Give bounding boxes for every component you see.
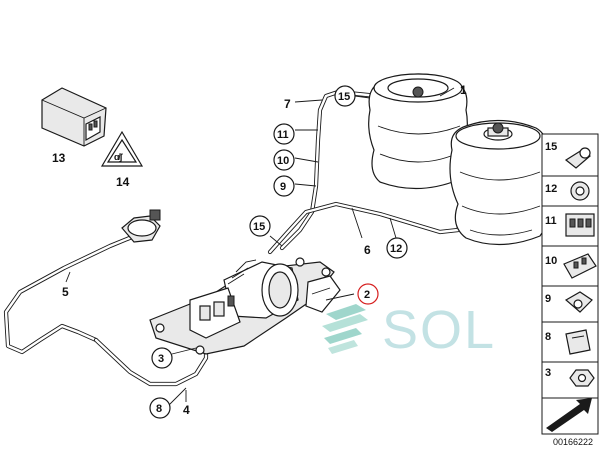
callout-9-circle	[273, 175, 295, 197]
diagram-code: 00166222	[553, 437, 593, 447]
panel-item-12: 12	[545, 181, 590, 201]
pressure-sensor	[121, 209, 161, 243]
panel-item-10: 10	[545, 253, 597, 279]
callout-5: 5	[62, 285, 69, 299]
callout-12-circle	[386, 237, 408, 259]
callout-15a: 15	[338, 91, 350, 103]
panel-item-8: 8	[545, 329, 591, 355]
control-module	[41, 87, 107, 147]
callout-2-circle	[357, 283, 379, 305]
callout-11-circle	[273, 123, 295, 145]
callout-13: 13	[52, 151, 66, 165]
callout-10-circle	[273, 149, 295, 171]
callout-14: 14	[116, 175, 130, 189]
callout-3: 3	[158, 353, 164, 365]
leader-lines	[65, 87, 455, 407]
callout-8-circle	[149, 397, 171, 419]
callout-10: 10	[277, 155, 289, 167]
callout-9: 9	[280, 181, 286, 193]
panel-label-11: 11	[545, 215, 557, 227]
callout-15a-circle	[334, 85, 356, 107]
callout-2: 2	[364, 289, 370, 301]
callout-labels: 1 2 3 4 5 6 7 8 9 10 11 12 13 14 1	[52, 83, 467, 419]
panel-item-11: 11	[545, 213, 595, 237]
warning-label-glyph: ɑ̸ʃ	[114, 152, 123, 162]
callout-15b-circle	[249, 215, 271, 237]
callout-6: 6	[364, 243, 371, 257]
panel-label-10: 10	[545, 255, 557, 267]
callout-7: 7	[284, 97, 291, 111]
warning-label: ɑ̸ʃ	[100, 130, 144, 167]
air-spring-rear	[449, 119, 549, 246]
watermark-logo: SOL	[322, 300, 496, 360]
parts-panel: 15 12 11 10 9	[541, 133, 599, 435]
parts-panel-frame	[541, 133, 599, 435]
panel-label-12: 12	[545, 183, 557, 195]
callout-11: 11	[277, 129, 289, 141]
callout-12: 12	[390, 243, 402, 255]
compressor-assembly	[149, 257, 341, 355]
panel-item-3: 3	[545, 367, 595, 387]
valve-block-icon	[563, 253, 597, 279]
watermark-stripes	[322, 304, 368, 354]
callout-15b: 15	[253, 221, 265, 233]
panel-item-15: 15	[545, 141, 591, 169]
panel-label-8: 8	[545, 331, 551, 343]
watermark-text: SOL	[382, 300, 496, 360]
panel-label-15: 15	[545, 141, 557, 153]
air-line-sensor	[3, 234, 135, 355]
air-line-rear-spring	[267, 175, 467, 255]
callout-4: 4	[183, 403, 190, 417]
air-lines	[3, 89, 467, 387]
callout-8: 8	[156, 403, 162, 415]
bracket-icon	[565, 329, 591, 355]
callout-1: 1	[460, 83, 467, 97]
panel-label-3: 3	[545, 367, 551, 379]
panel-arrow	[546, 398, 592, 432]
callout-3-circle	[151, 347, 173, 369]
panel-item-9: 9	[545, 291, 593, 313]
arrow-icon	[546, 398, 592, 432]
panel-label-9: 9	[545, 293, 551, 305]
